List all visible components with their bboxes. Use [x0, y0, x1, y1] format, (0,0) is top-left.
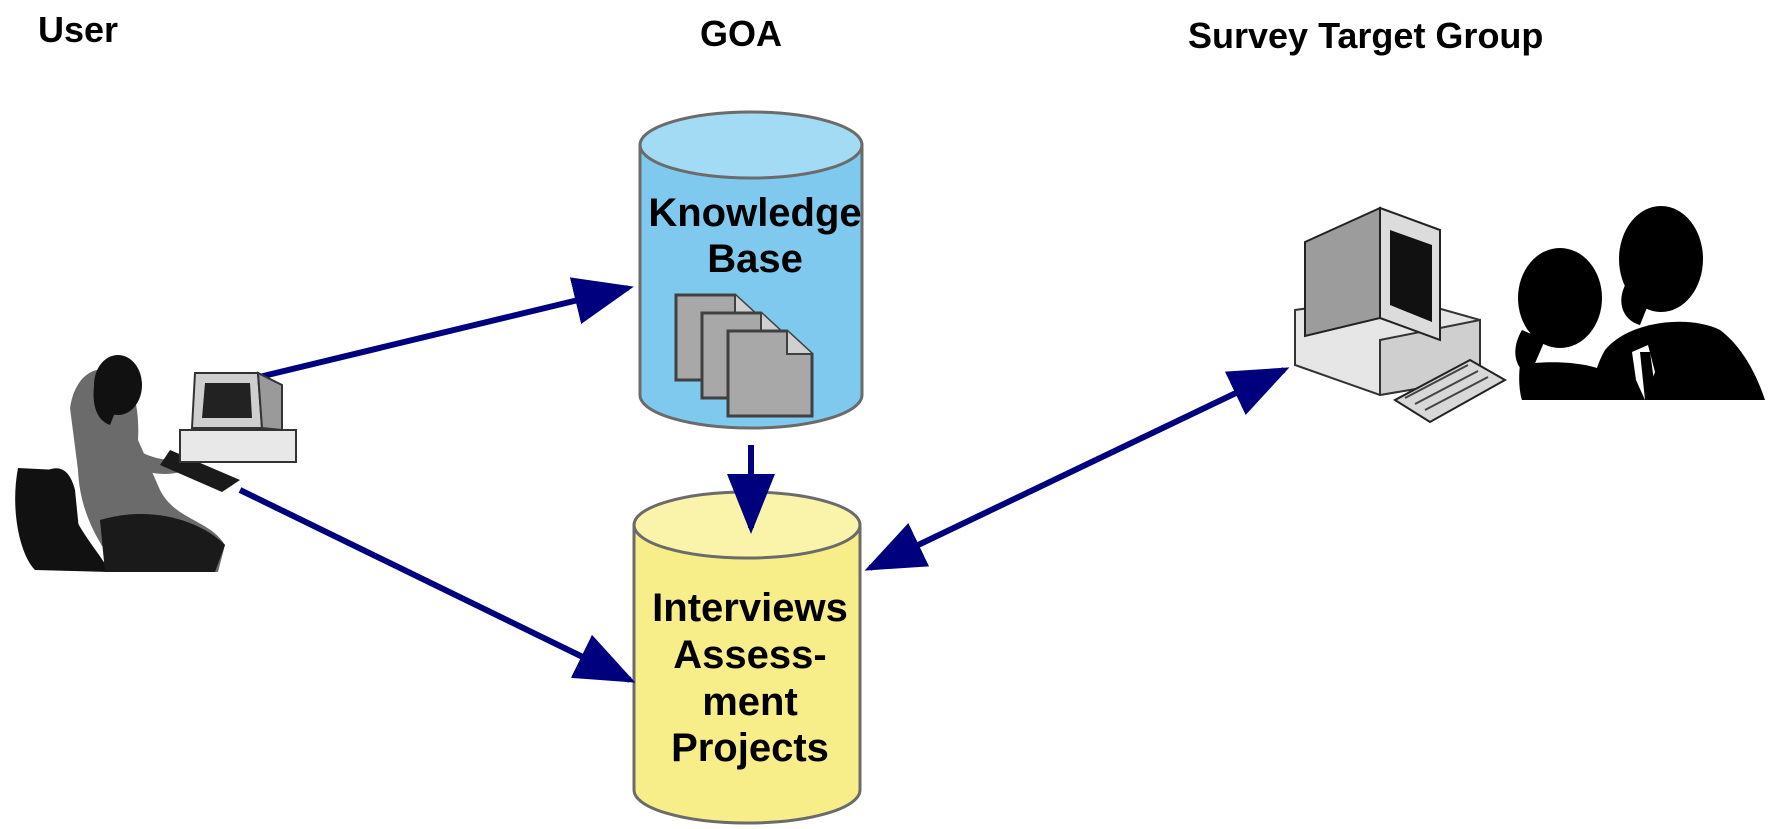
survey-target-group-heading: Survey Target Group	[1188, 15, 1544, 56]
interviews-label-line: Projects	[671, 726, 829, 771]
arrow-user-to-interviews	[238, 487, 636, 683]
person-at-computer-icon	[15, 355, 297, 572]
interviews-label: Interviews Assess- ment Projects	[625, 585, 875, 772]
knowledge-base-cylinder	[638, 110, 864, 430]
computer-icon	[1294, 206, 1508, 424]
arrows	[238, 277, 1290, 683]
arrow-interviews-survey	[864, 367, 1290, 571]
goa-heading: GOA	[700, 13, 783, 54]
arrow-user-to-knowledge-base	[254, 277, 634, 381]
interviews-label-line: ment	[702, 679, 798, 724]
knowledge-base-label-line: Base	[707, 237, 803, 281]
knowledge-base-label-line: Knowledge	[648, 191, 862, 235]
knowledge-base-label: Knowledge Base	[630, 190, 880, 282]
interviews-label-line: Assess-	[673, 632, 827, 677]
documents-icon	[674, 293, 814, 418]
people-silhouette-icon	[1515, 206, 1765, 400]
user-heading: User	[38, 9, 119, 50]
interviews-label-line: Interviews	[652, 586, 848, 630]
